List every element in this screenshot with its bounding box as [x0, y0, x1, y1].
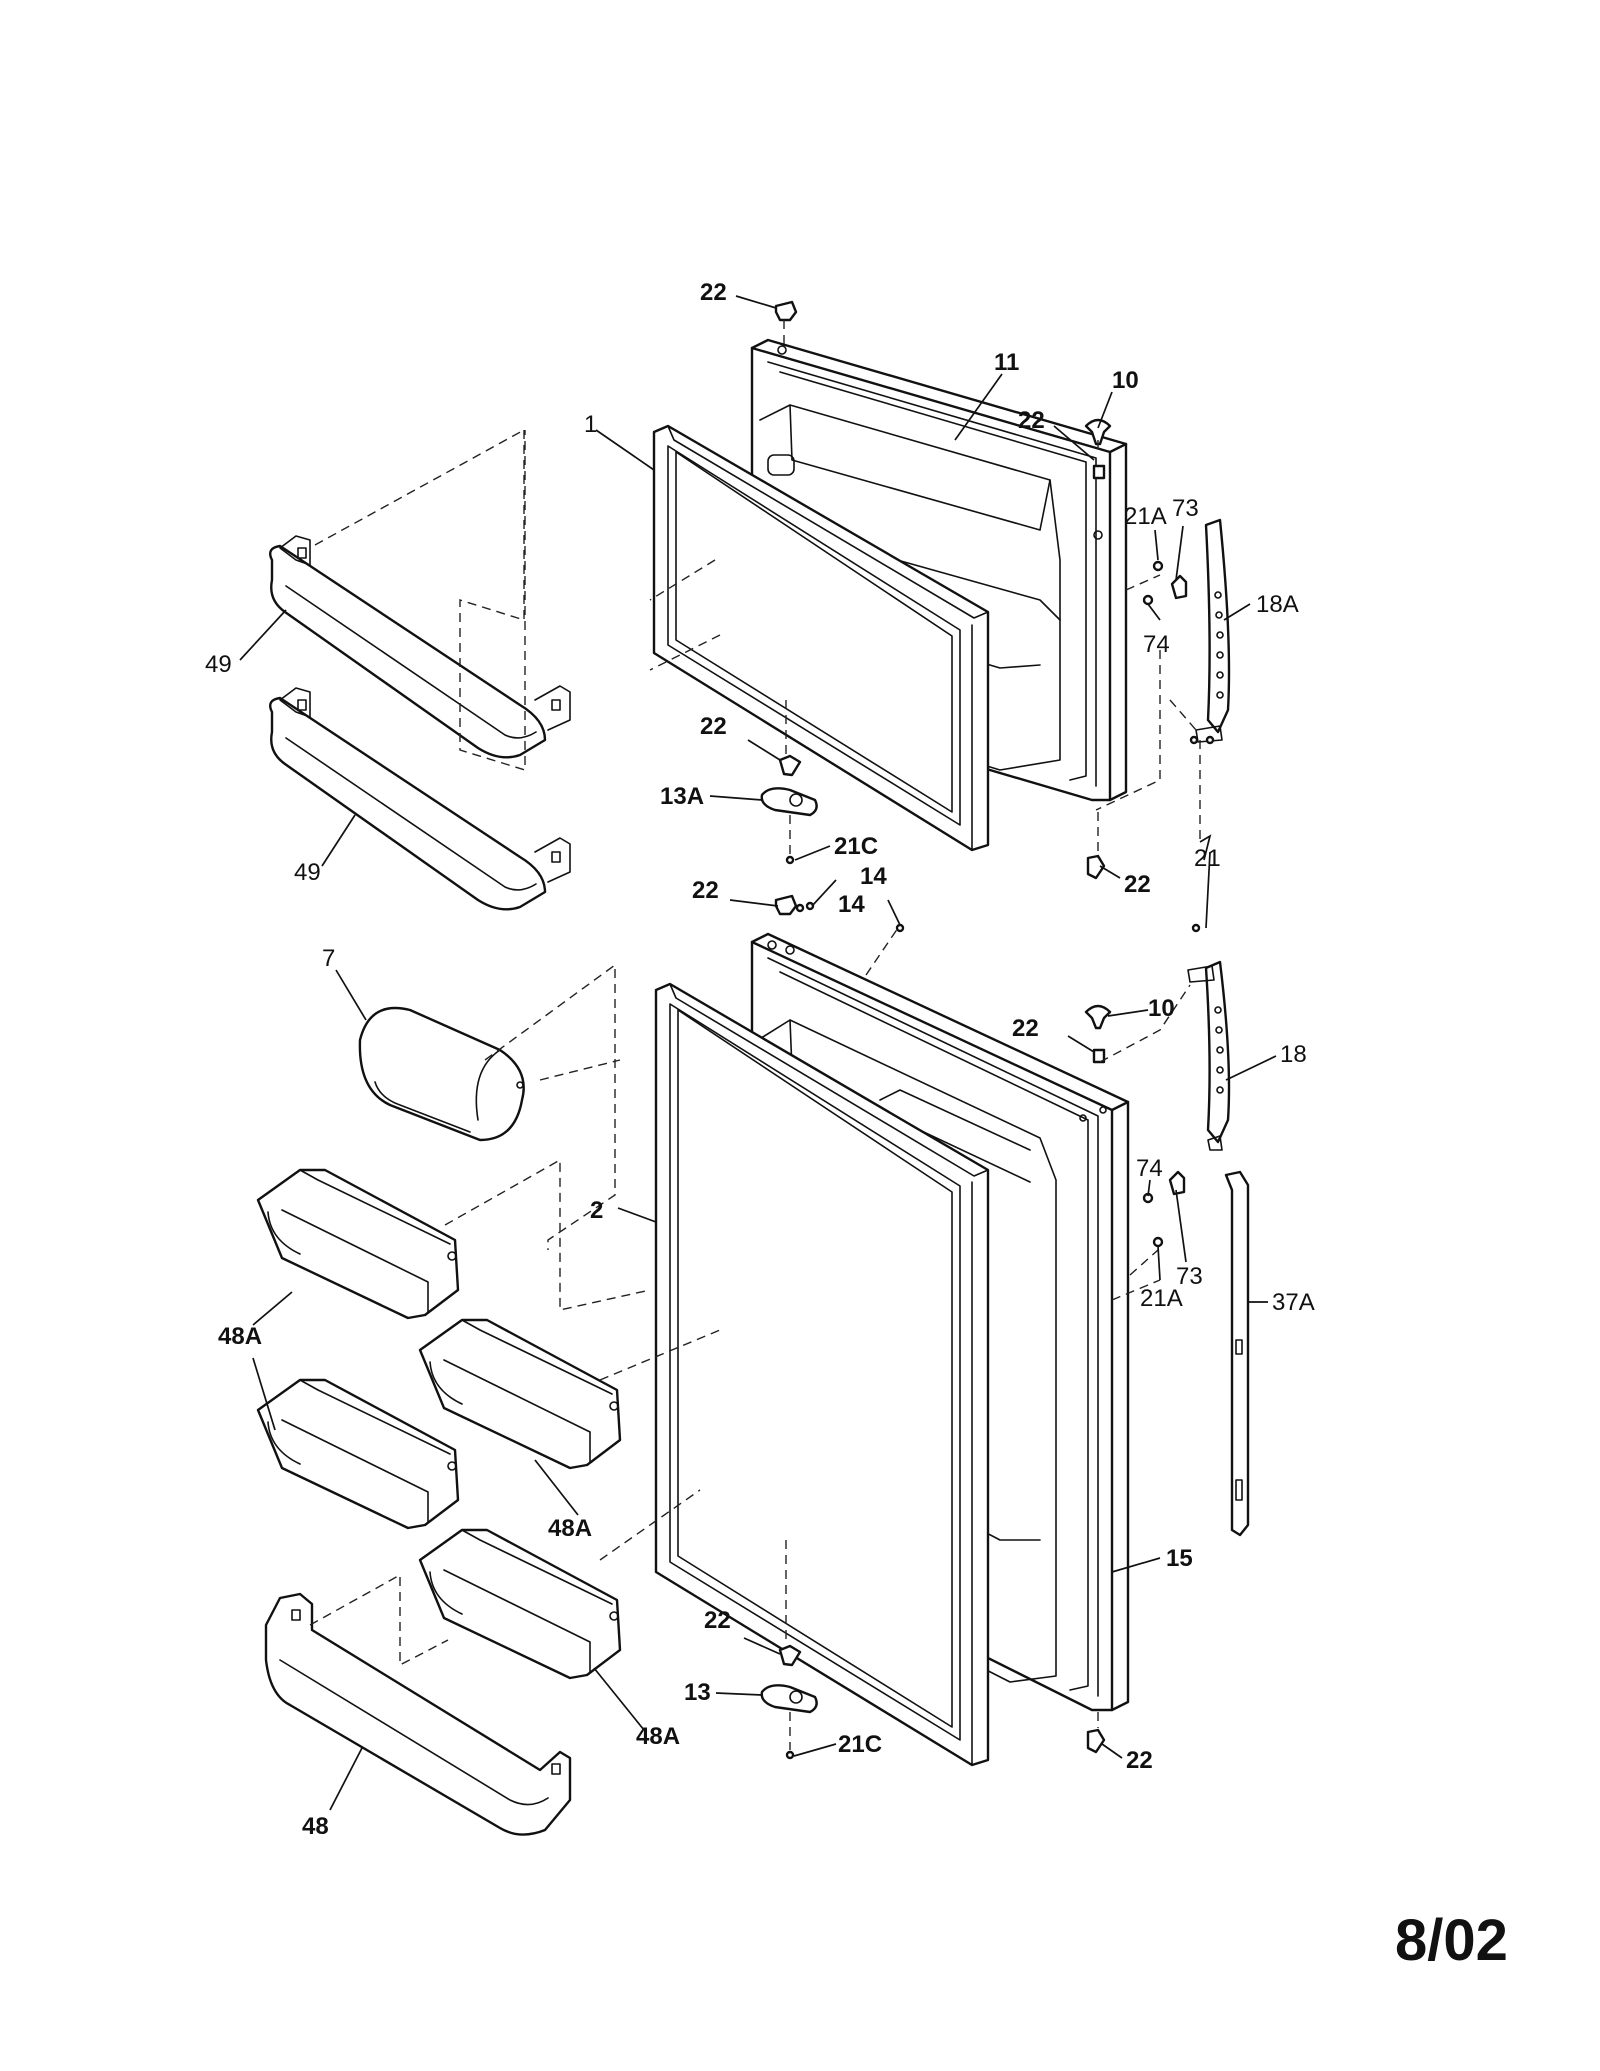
- callout-22-lower-right-bottom: 22: [1126, 1747, 1153, 1774]
- lower-hinge-13: [760, 894, 905, 1760]
- callout-22-lower-bottom: 22: [704, 1607, 731, 1634]
- door-bin-48A-left-top: [256, 1168, 460, 1320]
- callout-14-left: 14: [838, 891, 865, 918]
- callout-21: 21: [1194, 845, 1221, 872]
- fresh-food-door-gasket: [654, 982, 990, 1767]
- callout-18: 18: [1280, 1041, 1307, 1068]
- egg-bin-7: [358, 1006, 525, 1142]
- callout-labels: 22 11 10 22 1 21A 73 18A 74 49 49 22 13A…: [205, 279, 1315, 1840]
- callout-13: 13: [684, 1679, 711, 1706]
- callout-21C-upper: 21C: [834, 833, 878, 860]
- leader-lines: [239, 295, 1277, 1811]
- callout-2: 2: [590, 1197, 603, 1224]
- freezer-door-gasket: [652, 424, 990, 852]
- lower-handle-18: [1187, 960, 1231, 1151]
- callout-48: 48: [302, 1813, 329, 1840]
- lower-small-hardware: [1084, 923, 1201, 1754]
- callout-49-lower: 49: [294, 859, 321, 886]
- callout-22-lower-hinge: 22: [1012, 1015, 1039, 1042]
- assembly-lines: [309, 320, 1201, 1750]
- door-bin-48A-right: [418, 1528, 622, 1680]
- callout-21A-lower: 21A: [1140, 1285, 1183, 1312]
- callout-15: 15: [1166, 1545, 1193, 1572]
- callout-10-lower: 10: [1148, 995, 1175, 1022]
- callout-13A: 13A: [660, 783, 704, 810]
- lower-trim-37A: [1224, 1170, 1250, 1537]
- callout-1: 1: [584, 411, 597, 438]
- upper-door-shelf-49-a: [269, 535, 571, 759]
- callout-48A-mid: 48A: [548, 1515, 592, 1542]
- callout-22-upper-bottom: 22: [700, 713, 727, 740]
- callout-22-lower-top: 22: [692, 877, 719, 904]
- callout-10-upper: 10: [1112, 367, 1139, 394]
- callout-21A-upper: 21A: [1124, 503, 1167, 530]
- callout-14-right: 14: [860, 863, 887, 890]
- callout-22-upper-right-bottom: 22: [1124, 871, 1151, 898]
- footer-date-code: 8/02: [1395, 1908, 1508, 1973]
- door-bin-48A-left-bottom: [256, 1378, 460, 1530]
- screw-22-top: [774, 300, 798, 322]
- callout-11: 11: [994, 349, 1019, 376]
- upper-handle-18A: [1195, 518, 1231, 743]
- door-bin-48A-mid: [418, 1318, 622, 1470]
- callout-74-lower: 74: [1136, 1155, 1163, 1182]
- upper-door-shelf-49-b: [269, 687, 571, 911]
- callout-22-upper-hinge: 22: [1018, 407, 1045, 434]
- callout-22-top: 22: [700, 279, 727, 306]
- callout-73-lower: 73: [1176, 1263, 1203, 1290]
- callout-18A: 18A: [1256, 591, 1299, 618]
- door-shelf-48: [264, 1592, 572, 1836]
- callout-73-upper: 73: [1172, 495, 1199, 522]
- upper-small-hardware: [1084, 418, 1215, 745]
- callout-49-upper: 49: [205, 651, 232, 678]
- callout-48A-right: 48A: [636, 1723, 680, 1750]
- callout-37A: 37A: [1272, 1289, 1315, 1316]
- callout-74-upper: 74: [1143, 631, 1170, 658]
- upper-hinge-13A: [760, 754, 1106, 880]
- callout-7: 7: [322, 945, 335, 972]
- callout-21C-lower: 21C: [838, 1731, 882, 1758]
- callout-48A-left: 48A: [218, 1323, 262, 1350]
